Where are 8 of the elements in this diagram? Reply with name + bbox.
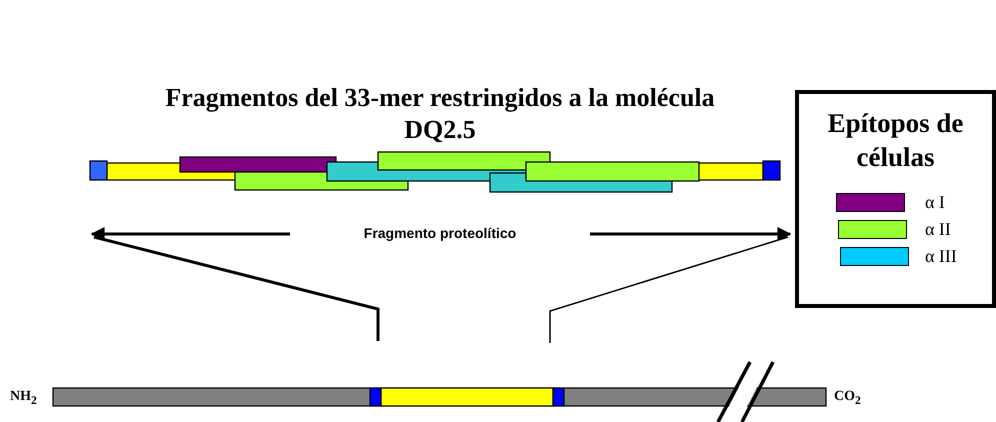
terminus-label: NH$_{2}$ xyxy=(10,388,37,409)
legend-label: α II xyxy=(925,219,951,239)
legend-label: α I xyxy=(925,192,945,212)
legend-heading: Epítopos de células xyxy=(826,107,964,174)
diagram-title: Fragmentos del 33-mer restringidos a la molécula DQ2.5 xyxy=(164,82,716,146)
terminus-label: CO$_{2}$ xyxy=(834,388,861,409)
fragment-label: Fragmento proteolítico xyxy=(362,224,518,242)
legend-label: α III xyxy=(925,246,957,266)
